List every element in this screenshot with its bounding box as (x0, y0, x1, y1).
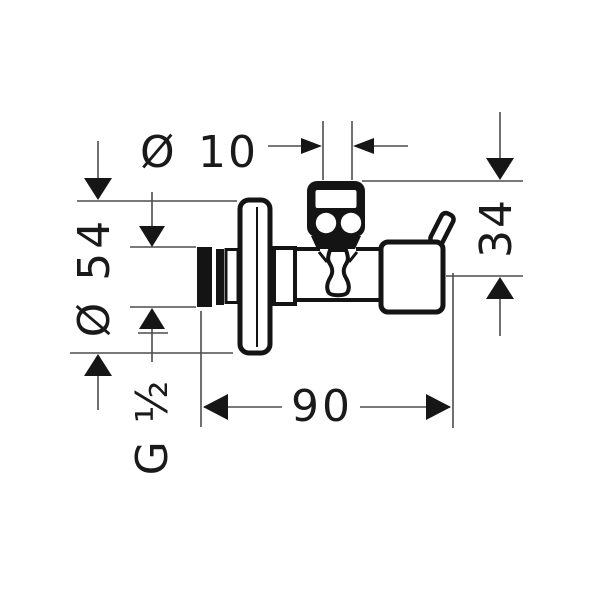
thread-connector (197, 247, 212, 307)
handle-window (315, 190, 357, 208)
outlet-connector (378, 239, 446, 315)
dimension-thread: G ½ (127, 192, 196, 475)
arrow-down-icon (139, 226, 165, 247)
diameter-symbol: Ø (140, 127, 175, 178)
arrow-left-icon (353, 138, 374, 154)
flange-hub (272, 246, 297, 306)
arrow-up-icon (486, 277, 514, 299)
arrow-up-icon (84, 354, 112, 376)
dimension-value: G ½ (127, 379, 178, 476)
arrow-left-icon (203, 394, 228, 420)
inlet-pipe (224, 248, 240, 304)
dimension-height: 34 (362, 112, 523, 336)
dimension-value: 34 (471, 198, 522, 258)
handle-grip-circle (340, 212, 362, 234)
arrow-down-icon (486, 158, 514, 180)
dimension-projection: 90 (200, 273, 454, 432)
angle-valve-drawing (197, 181, 456, 356)
arrow-down-icon (84, 178, 112, 200)
dimension-flange-diameter: Ø 54 (69, 141, 237, 410)
handle-chin (311, 236, 361, 249)
valve-spindle (325, 248, 351, 298)
dimension-value: 10 (198, 127, 258, 178)
arrow-right-icon (301, 138, 322, 154)
wall-flange (237, 197, 273, 356)
spindle-seal-tick (347, 251, 359, 263)
dimension-value: 90 (291, 381, 353, 432)
dimension-stem-diameter: Ø 10 (140, 121, 408, 180)
dimension-value: Ø 54 (69, 217, 120, 338)
arrow-right-icon (426, 394, 451, 420)
spindle-seal-tick (317, 251, 329, 263)
arrow-up-icon (139, 308, 165, 329)
handle-grip-circle (315, 212, 337, 234)
thread-ring (216, 249, 224, 305)
